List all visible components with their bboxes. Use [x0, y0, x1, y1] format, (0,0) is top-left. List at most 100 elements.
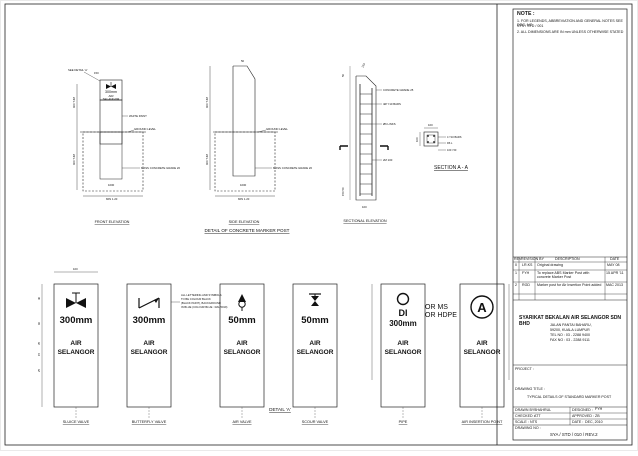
rev-1-date: 15 APR '11: [606, 271, 624, 275]
approved-label: APPROVED :: [572, 414, 594, 418]
front-dim-1000: 1000: [108, 183, 115, 187]
detail-panel-butterfly-valve: [126, 283, 180, 418]
sectional-elevation-view: [339, 66, 389, 201]
pipe-material-note-2: OR HDPE: [425, 312, 457, 319]
side-elevation-view: [209, 65, 278, 197]
panel-4-line2: SELANGOR: [297, 349, 334, 356]
company-name: SYARIKAT BEKALAN AIR SELANGOR SDN BHD: [519, 315, 622, 327]
panel-3-line1: AIR: [236, 340, 248, 347]
address-line-1: JALAN PANTAI BAHARU,: [550, 323, 592, 327]
panel-dim-40: 40: [37, 296, 41, 300]
detail-panel-air-valve: [219, 283, 265, 418]
address-line-4: FAX NO : 03 - 2288 9111: [550, 338, 590, 342]
side-dim-1000: 1000: [240, 183, 247, 187]
front-see-detail-note: SEE DETAIL 'A': [68, 68, 88, 72]
rev-0-by: LR.KS: [522, 263, 533, 267]
front-dim-min120: MIN 1.20: [106, 197, 118, 201]
note-line-1: 1. FOR LEGENDS, ABBREVIATION AND GENERAL…: [517, 19, 623, 27]
panel-5-line2: SELANGOR: [385, 349, 422, 356]
front-elevation-title: FRONT ELEVATION: [95, 220, 130, 224]
side-dim-min120: MIN 1.20: [238, 197, 250, 201]
rev-2-date: MAC 2013: [606, 283, 623, 287]
front-plate-size: 300mm: [105, 90, 117, 94]
drawing-title-value: TYPICAL DETAILS OF STANDARD MARKER POST: [527, 395, 612, 399]
sect-bars-note: 4Ø Y10 BARS: [383, 102, 401, 106]
project-label: PROJECT :: [515, 367, 534, 371]
detail-a-title: DETAIL 'A': [269, 407, 291, 412]
scale-label: SCALE :: [515, 420, 529, 424]
rev-0-num: 0: [515, 263, 517, 267]
side-dim-600-lower: 600 TJM: [205, 154, 209, 165]
panel-3-line2: SELANGOR: [224, 349, 261, 356]
front-dim-600-upper: 600 TJM: [72, 97, 76, 108]
section-aa-title: SECTION A - A: [434, 165, 469, 171]
note-line-3: 2. ALL DIMENSIONS ARE IN mm UNLESS OTHER…: [517, 30, 624, 34]
panel-3-size: 50mm: [228, 315, 255, 326]
side-elevation-title: SIDE ELEVATION: [229, 220, 260, 224]
front-white-paint-note: WHITE PAINT: [129, 114, 147, 118]
sect-base-note: 150 50: [341, 187, 345, 196]
panel-1-size: 300mm: [60, 315, 93, 326]
panel-6-letter: A: [477, 300, 487, 315]
front-mass-concrete-note: MASS CONCRETE GRADE 20: [141, 166, 180, 170]
rev-1-by: FYH: [522, 271, 530, 275]
front-plate-org-2: SELANGOR: [103, 97, 121, 101]
panel-1-line1: AIR: [70, 340, 82, 347]
panel-dim-35: 35: [37, 341, 41, 345]
front-elevation-view: 300mm AIR SELANGOR: [76, 71, 146, 197]
designed-label: DESIGNED :: [572, 408, 593, 412]
side-mass-concrete-note: MASS CONCRETE GRADE 20: [273, 166, 312, 170]
approved-value: ZB: [595, 414, 600, 418]
pipe-circle-icon: [396, 292, 410, 306]
note-line-2: SYS / STD / 001: [517, 24, 544, 28]
sect-spacing-note: 2M 100: [383, 158, 393, 162]
sect-dim-150: 150: [360, 62, 366, 68]
title-block-frame: [512, 8, 628, 441]
sect-links-note: Ø6 LINKS: [383, 122, 396, 126]
panel-5-line1: AIR: [397, 340, 409, 347]
sluice-valve-mini-icon: [106, 82, 116, 89]
rev-header-desc: DESCRIPTION: [555, 257, 580, 261]
section-aa-dim-top: 100: [428, 123, 433, 127]
panel-2-line1: AIR: [143, 340, 155, 347]
sect-concrete-note: CONCRETE GRADE 25: [383, 88, 414, 92]
panel-4-caption: SCOUR VALVE: [302, 420, 329, 424]
drawn-by-label: DRAWN BY :: [515, 408, 537, 412]
front-dim-150: 150: [94, 71, 99, 75]
side-dim-600-upper: 600 TJM: [205, 97, 209, 108]
panel-dim-60: 60: [37, 321, 41, 325]
drawn-by-value: SHAHRUL: [534, 408, 552, 412]
sectional-elevation-title: SECTIONAL ELEVATION: [343, 219, 386, 223]
panel-3-caption: AIR VALVE: [232, 420, 252, 424]
panel-5-caption: PIPE: [399, 420, 408, 424]
address-line-2: 59200, KUALA LUMPUR: [550, 328, 590, 332]
lettering-note-3: (BLACK PAINT), BACKGROUND: [181, 301, 221, 305]
butterfly-valve-icon: [138, 297, 160, 309]
front-ground-level-note: GROUND LEVEL: [134, 127, 156, 131]
side-ground-level-note: GROUND LEVEL: [266, 127, 288, 131]
panel-6-line2: SELANGOR: [464, 349, 501, 356]
panel-6-line1: AIR: [476, 340, 488, 347]
panel-2-size: 300mm: [133, 315, 166, 326]
designed-value: FYH: [595, 407, 603, 411]
panel-5-size: 300mm: [389, 319, 417, 328]
concrete-detail-title: DETAIL OF CONCRETE MARKER POST: [205, 228, 290, 233]
section-aa-spacing-note: 100 / 50: [447, 148, 457, 152]
address-line-3: TEL NO : 03 - 2288 9400: [550, 333, 591, 337]
lettering-note-1: ALL LETTERING AND SYMBOLS: [181, 293, 222, 297]
panel-2-line2: SELANGOR: [131, 349, 168, 356]
panel-2-caption: BUTTERFLY VALVE: [132, 420, 167, 424]
drawing-title-label: DRAWING TITLE :: [515, 387, 545, 391]
rev-header-date: DATE: [610, 257, 620, 261]
panel-dim-25: 25: [37, 368, 41, 372]
rev-header-by: REVISION BY: [521, 257, 544, 261]
detail-panel-pipe: [371, 283, 426, 418]
pipe-material-note-1: OR MS: [425, 304, 448, 311]
drawing-no-label: DRAWING NO :: [515, 426, 541, 430]
drawing-no-value: SYA / STD / 010 / REV.2: [550, 432, 598, 437]
checked-label: CHECKED :: [515, 414, 535, 418]
rev-2-by: RGD: [522, 283, 530, 287]
panel-4-size: 50mm: [301, 315, 328, 326]
detail-panel-sluice-valve: [41, 271, 99, 418]
